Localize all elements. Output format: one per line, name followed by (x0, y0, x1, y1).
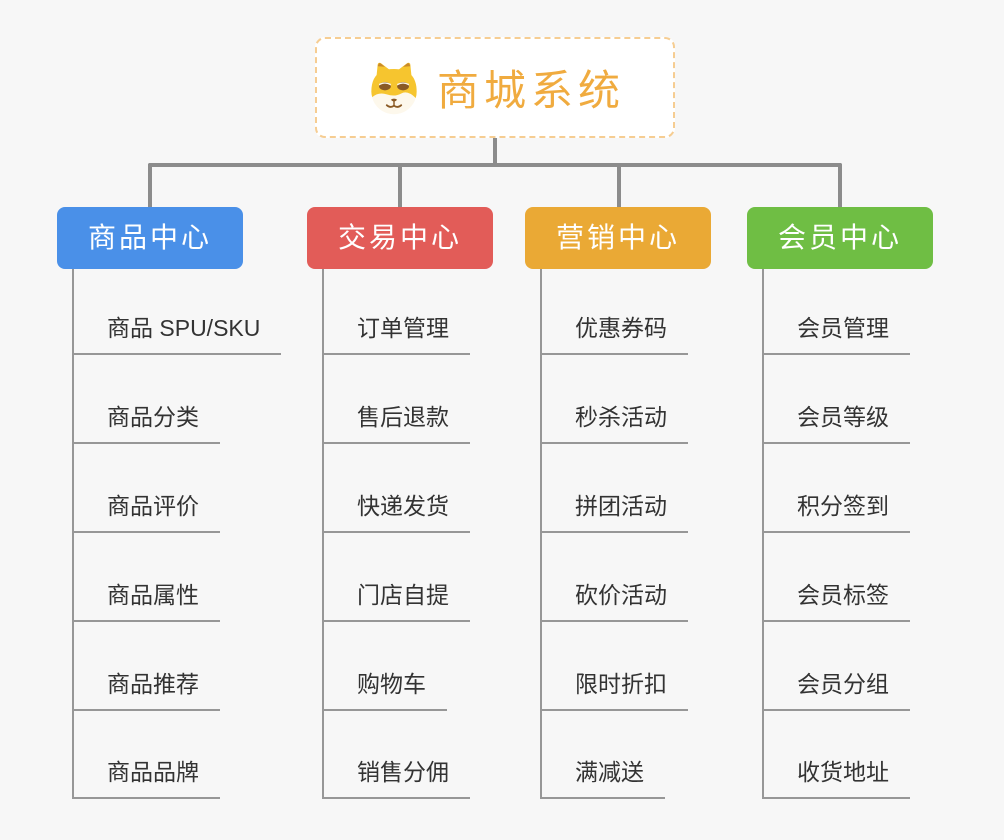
leaf-node[interactable]: 积分签到 (762, 491, 910, 533)
connector-bus (148, 163, 842, 167)
branch-header-trade[interactable]: 交易中心 (307, 207, 493, 269)
leaf-node[interactable]: 收货地址 (762, 757, 910, 799)
leaf-node[interactable]: 快递发货 (322, 491, 470, 533)
leaf-node[interactable]: 购物车 (322, 669, 447, 711)
leaf-node[interactable]: 售后退款 (322, 402, 470, 444)
leaf-node[interactable]: 会员标签 (762, 580, 910, 622)
connector-drop-member (838, 163, 842, 209)
branch-vline (540, 269, 542, 799)
leaf-node[interactable]: 销售分佣 (322, 757, 470, 799)
root-node[interactable]: 商城系统 (315, 37, 675, 138)
connector-root-stub (493, 138, 497, 165)
branch-column-marketing: 营销中心 优惠券码 秒杀活动 拼团活动 砍价活动 限时折扣 满减送 (525, 207, 775, 807)
leaf-node[interactable]: 优惠券码 (540, 313, 688, 355)
branch-header-member[interactable]: 会员中心 (747, 207, 933, 269)
leaf-node[interactable]: 门店自提 (322, 580, 470, 622)
branch-header-product[interactable]: 商品中心 (57, 207, 243, 269)
leaf-node[interactable]: 满减送 (540, 757, 665, 799)
connector-drop-marketing (617, 163, 621, 209)
leaf-node[interactable]: 商品推荐 (72, 669, 220, 711)
leaf-node[interactable]: 拼团活动 (540, 491, 688, 533)
branch-vline (72, 269, 74, 799)
root-title: 商城系统 (436, 67, 625, 114)
doge-icon (371, 62, 417, 114)
leaf-node[interactable]: 会员分组 (762, 669, 910, 711)
connector-drop-product (148, 163, 152, 209)
branch-header-marketing[interactable]: 营销中心 (525, 207, 711, 269)
leaf-node[interactable]: 商品品牌 (72, 757, 220, 799)
leaf-node[interactable]: 限时折扣 (540, 669, 688, 711)
leaf-node[interactable]: 会员管理 (762, 313, 910, 355)
connector-drop-trade (398, 163, 402, 209)
leaf-node[interactable]: 商品分类 (72, 402, 220, 444)
leaf-node[interactable]: 秒杀活动 (540, 402, 688, 444)
branch-vline (322, 269, 324, 799)
branch-column-product: 商品中心 商品 SPU/SKU 商品分类 商品评价 商品属性 商品推荐 商品品牌 (57, 207, 307, 807)
branch-column-trade: 交易中心 订单管理 售后退款 快递发货 门店自提 购物车 销售分佣 (307, 207, 557, 807)
leaf-node[interactable]: 会员等级 (762, 402, 910, 444)
leaf-node[interactable]: 砍价活动 (540, 580, 688, 622)
leaf-node[interactable]: 商品属性 (72, 580, 220, 622)
branch-vline (762, 269, 764, 799)
branch-column-member: 会员中心 会员管理 会员等级 积分签到 会员标签 会员分组 收货地址 (747, 207, 997, 807)
leaf-node[interactable]: 订单管理 (322, 313, 470, 355)
leaf-node[interactable]: 商品评价 (72, 491, 220, 533)
leaf-node[interactable]: 商品 SPU/SKU (72, 313, 282, 355)
